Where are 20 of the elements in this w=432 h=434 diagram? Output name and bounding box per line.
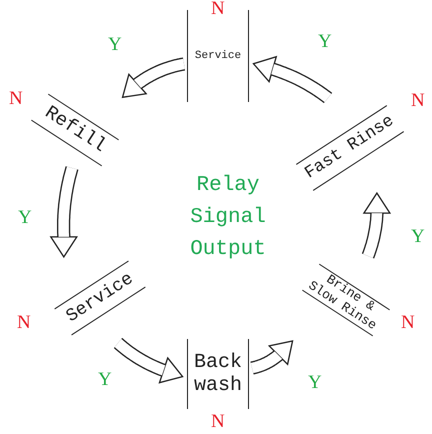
status-letter: N [401,312,415,334]
stage-box [54,260,146,336]
edge-label: Y [18,207,32,229]
edge-label: Y [108,34,122,56]
edge-label: Y [411,226,425,248]
stage-label: Service [194,50,242,62]
status-letter: N [211,411,225,433]
status-letter: N [17,312,31,334]
status-letter: N [411,90,425,112]
stage-label: Back wash [192,351,243,397]
center-text: Relay Signal Output [189,173,267,263]
stage-box [296,105,404,191]
status-letter: N [211,0,225,20]
edge-label: Y [318,31,332,53]
stage-box [187,339,249,409]
stage-box [302,264,390,336]
status-letter: N [9,88,23,110]
edge-label: Y [308,372,322,394]
stage-box [31,94,119,166]
edge-label: Y [98,369,112,391]
